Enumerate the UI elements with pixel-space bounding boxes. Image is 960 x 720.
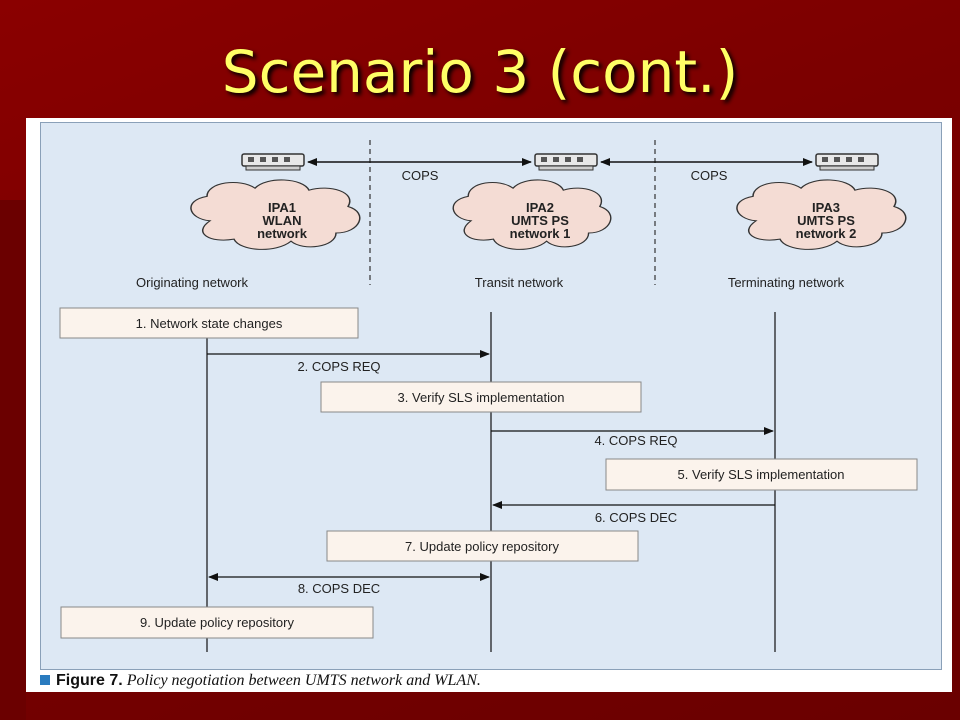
step-9-text: 9. Update policy repository [140,615,294,630]
slide-title: Scenario 3 (cont.) [221,38,739,106]
cloud-terminating-line-3: network 2 [796,226,857,241]
step-4-label: 4. COPS REQ [594,433,677,448]
step-1-box [59,307,359,339]
cloud-originating-line-1: IPA1 [268,200,296,215]
step-7-box [326,530,639,562]
caption-text: Policy negotiation between UMTS network … [126,672,481,689]
cops-link-label-2: COPS [691,168,728,183]
caption-marker-icon [40,675,50,685]
step-7-text: 7. Update policy repository [405,539,559,554]
cops-link-label-1: COPS [402,168,439,183]
step-1-text: 1. Network state changes [136,316,283,331]
cloud-transit-line-2: UMTS PS [511,213,569,228]
step-8-label: 8. COPS DEC [298,581,380,596]
caption-figure-number: Figure 7. [56,672,123,689]
router-icon-terminating [815,153,879,171]
cloud-terminating-line-2: UMTS PS [797,213,855,228]
step-5-text: 5. Verify SLS implementation [678,467,845,482]
network-label-transit: Transit network [475,275,564,290]
network-label-terminating: Terminating network [728,275,845,290]
step-3-text: 3. Verify SLS implementation [398,390,565,405]
cloud-terminating-line-1: IPA3 [812,200,840,215]
router-icon-originating [241,153,305,171]
step-9-box [60,606,374,639]
step-5-box [605,458,918,491]
cloud-transit-line-1: IPA2 [526,200,554,215]
step-6-label: 6. COPS DEC [595,510,677,525]
figure-caption: Figure 7. Policy negotiation between UMT… [40,672,481,690]
cloud-originating-line-3: network [257,226,308,241]
cloud-originating-line-2: WLAN [263,213,302,228]
network-label-originating: Originating network [136,275,248,290]
router-icon-transit [534,153,598,171]
cloud-transit-line-3: network 1 [510,226,571,241]
slide-left-strip [0,200,26,720]
step-3-box [320,381,642,413]
step-2-label: 2. COPS REQ [297,359,380,374]
